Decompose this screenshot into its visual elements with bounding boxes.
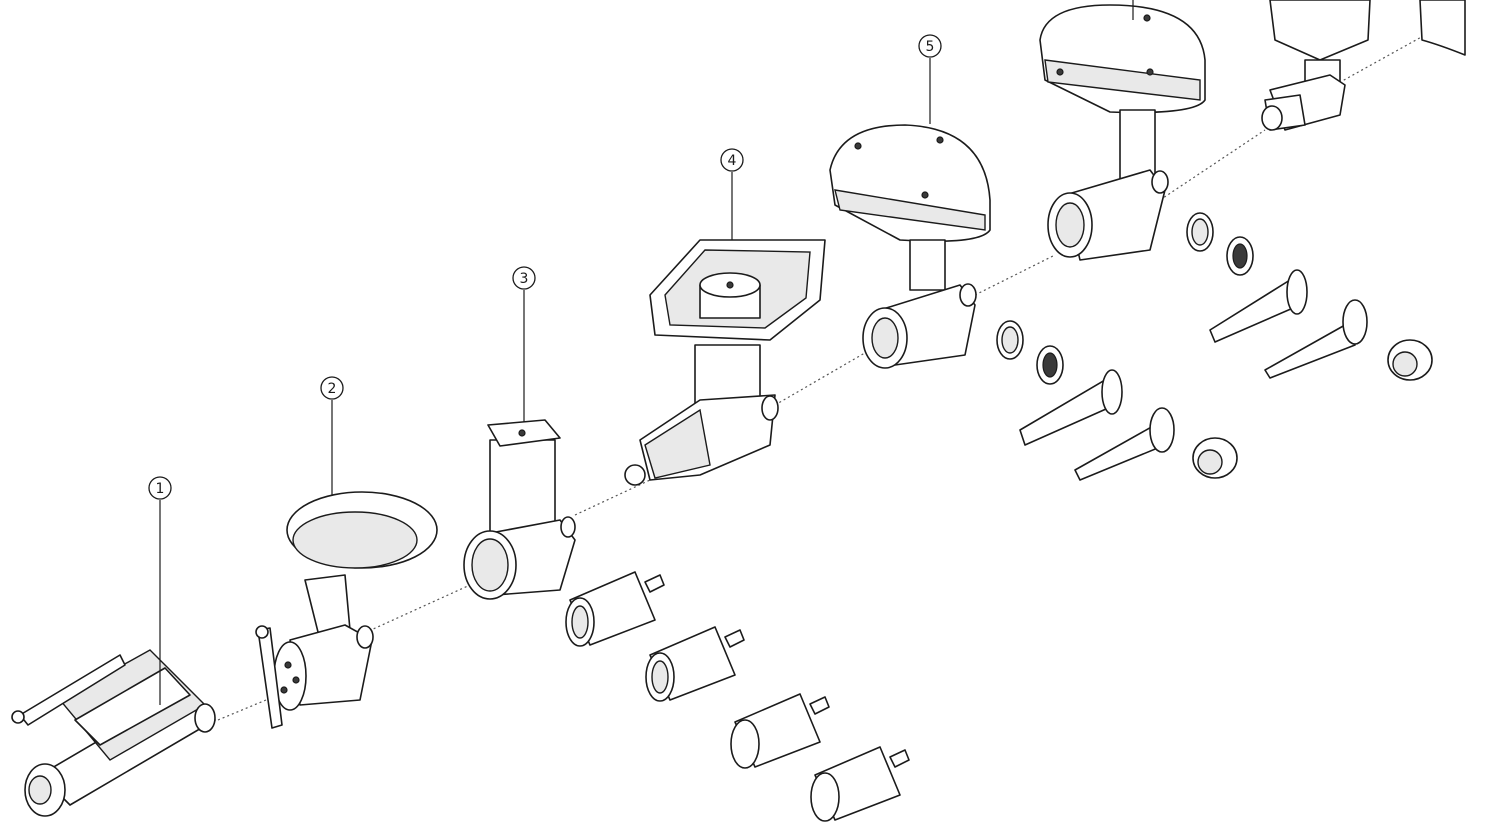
stuffer-set-b — [1186, 212, 1433, 381]
part-4-juicer-tray — [624, 239, 826, 486]
stuffer-set-a — [996, 320, 1238, 481]
assembly-axis — [217, 34, 1426, 721]
callout-1: 1 — [148, 476, 172, 705]
callout-3: 3 — [512, 266, 536, 422]
part-3-slicer-shredder-housing — [463, 419, 576, 600]
part-6-grinder-partial — [1039, 0, 1206, 261]
drum-thin-slicer — [730, 693, 830, 769]
callout-1-label: 1 — [156, 481, 165, 497]
part-2-grinder-hopper — [255, 491, 438, 729]
part-7-press-partial — [1261, 0, 1466, 131]
drum-coarse — [645, 626, 745, 702]
callout-2: 2 — [320, 376, 344, 495]
part-5-meat-grinder — [829, 124, 991, 369]
slicer-drums — [565, 571, 910, 822]
callout-4: 4 — [720, 148, 744, 240]
part-1-pasta-roller — [11, 649, 216, 817]
callout-3-label: 3 — [520, 271, 529, 287]
callout-4-label: 4 — [728, 153, 737, 169]
callout-2-label: 2 — [328, 381, 337, 397]
drum-thick-slicer — [810, 746, 910, 822]
drum-fine — [565, 571, 665, 647]
callout-5-label: 5 — [926, 39, 935, 55]
callout-5: 5 — [918, 34, 942, 124]
